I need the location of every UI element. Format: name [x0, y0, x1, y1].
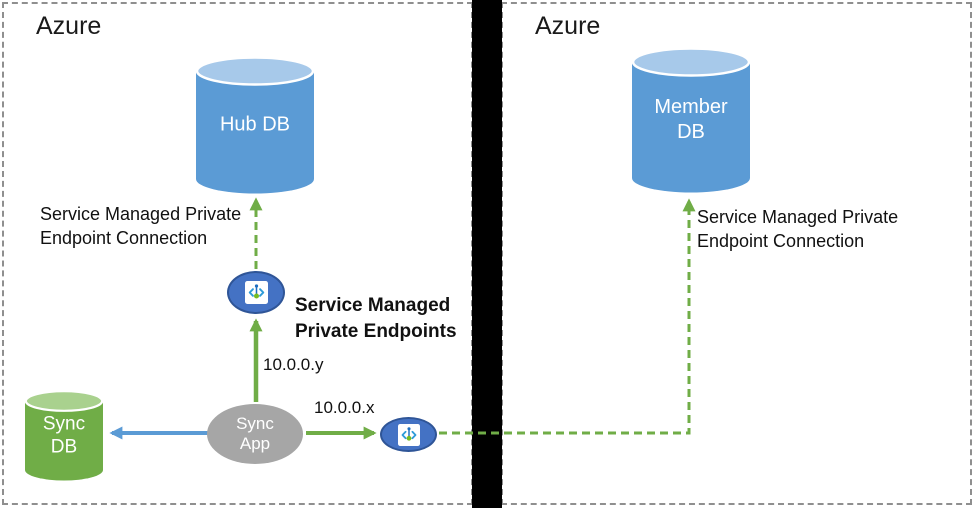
private-endpoint-icon — [244, 281, 268, 304]
sync-app-label: Sync App — [236, 413, 274, 453]
region-title-right: Azure — [535, 12, 601, 40]
right-endpoint-connection-label: Service Managed Private Endpoint Connect… — [697, 207, 899, 251]
private-endpoint-1 — [227, 271, 285, 314]
private-endpoint-2 — [380, 417, 437, 452]
sync-db-label: Sync DB — [42, 412, 86, 458]
database-cylinder-icon — [25, 390, 103, 481]
service-managed-private-endpoints-label: Service Managed Private Endpoints — [295, 295, 457, 342]
sync-app-node: Sync App — [207, 404, 303, 464]
database-cylinder-icon — [632, 47, 750, 193]
ip-address-y-label: 10.0.0.y — [263, 355, 324, 374]
hub-db-label: Hub DB — [219, 113, 291, 136]
private-endpoint-icon — [397, 423, 420, 446]
left-endpoint-connection-label: Service Managed Private Endpoint Connect… — [40, 204, 242, 248]
sync-db-node: Sync DB — [25, 390, 103, 481]
hub-db-node: Hub DB — [196, 56, 314, 194]
database-cylinder-icon — [196, 56, 314, 194]
ip-address-x-label: 10.0.0.x — [314, 398, 375, 417]
member-db-label: Member DB — [654, 96, 728, 143]
region-title-left: Azure — [36, 12, 102, 40]
network-boundary-divider — [472, 0, 502, 508]
member-db-node: Member DB — [632, 47, 750, 193]
